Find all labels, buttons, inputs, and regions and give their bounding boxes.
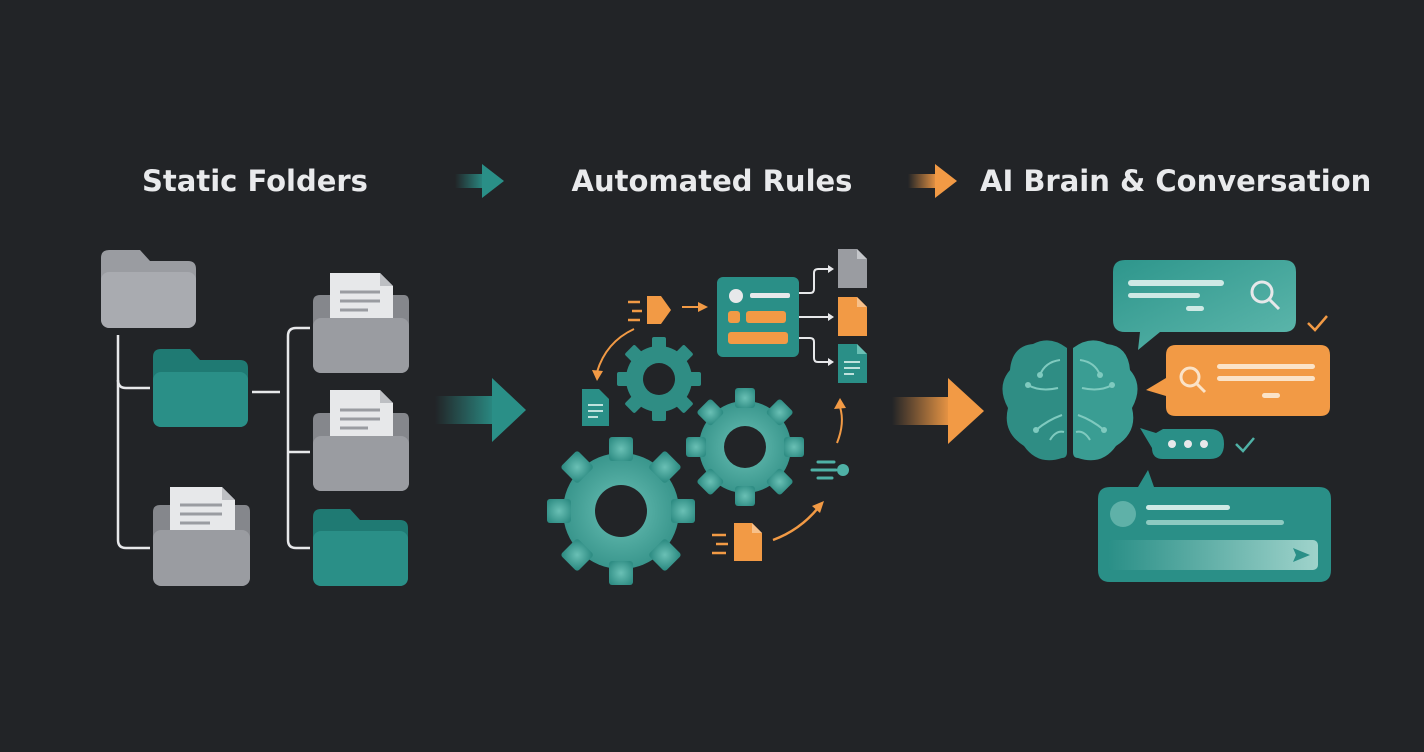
small-arrow-orange-icon	[908, 164, 957, 198]
rules-card-icon	[717, 277, 799, 357]
gear-icon-small	[617, 337, 701, 421]
chat-bubble-search-orange	[1146, 345, 1330, 416]
document-icon-orange	[838, 297, 867, 336]
small-arrow-teal-icon	[455, 164, 504, 198]
stage-title-automated-rules: Automated Rules	[571, 164, 853, 198]
brain-chat-icon	[1002, 260, 1331, 582]
chat-input-panel	[1098, 470, 1331, 582]
document-icon-teal	[838, 344, 867, 383]
folder-tree-icon	[101, 250, 409, 586]
document-icon-orange	[712, 523, 762, 561]
big-arrow-orange-icon	[892, 378, 984, 444]
folder-document-icon	[313, 273, 409, 373]
tag-icon-orange	[628, 296, 671, 324]
folder-icon-gray	[101, 250, 196, 328]
folder-icon-teal	[313, 509, 408, 586]
gears-icon	[547, 249, 867, 585]
folder-icon-teal	[153, 349, 248, 427]
motion-lines-icon	[810, 460, 838, 480]
chat-bubble-search	[1113, 260, 1296, 350]
big-arrow-teal-icon	[435, 378, 526, 442]
folder-document-icon	[153, 487, 250, 586]
folder-document-icon	[313, 390, 409, 491]
search-icon	[1179, 366, 1207, 394]
check-icon	[1307, 315, 1328, 332]
send-icon	[1293, 548, 1310, 562]
gear-icon-medium	[686, 388, 804, 506]
search-icon	[1250, 280, 1281, 311]
brain-icon	[1002, 340, 1138, 461]
check-icon	[1235, 437, 1255, 453]
stage-title-static-folders: Static Folders	[142, 164, 368, 198]
document-icon-teal	[582, 389, 609, 426]
document-icon-gray	[838, 249, 867, 288]
typing-indicator-bubble	[1140, 428, 1224, 459]
gear-icon-large	[547, 437, 695, 585]
stage-title-ai-brain: AI Brain & Conversation	[980, 164, 1372, 198]
